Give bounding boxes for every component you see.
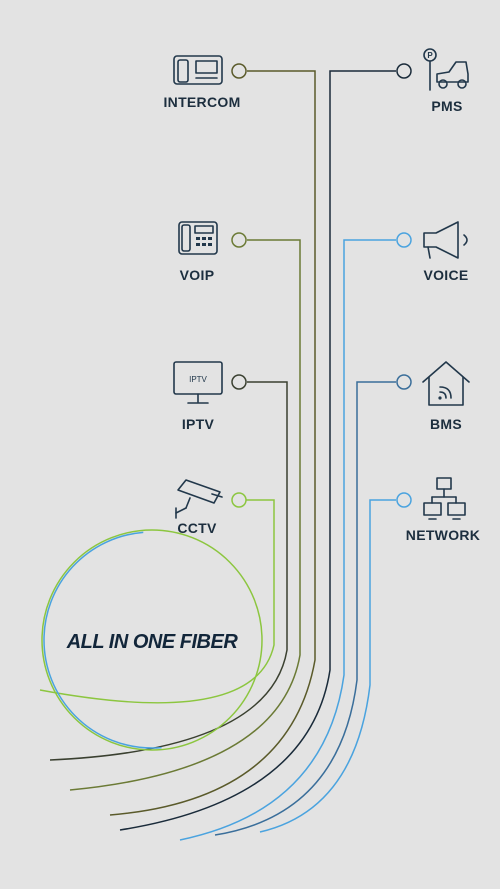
parking-car-icon: P xyxy=(423,48,469,91)
fiber-line-intercom xyxy=(109,70,316,816)
fiber-line-voice xyxy=(179,239,396,841)
megaphone-icon xyxy=(423,221,468,259)
label-iptv: IPTV xyxy=(182,416,215,432)
node-voice xyxy=(396,232,412,248)
node-circles xyxy=(231,63,412,508)
node-intercom xyxy=(231,63,247,79)
node-voip xyxy=(231,232,247,248)
label-voip: VOIP xyxy=(180,267,215,283)
network-computers-icon xyxy=(423,477,466,520)
label-pms: PMS xyxy=(431,98,462,114)
tv-icon-text: IPTV xyxy=(189,375,207,384)
fiber-line-cctv xyxy=(39,499,275,704)
smart-home-icon xyxy=(422,361,470,406)
fiber-circle-outer xyxy=(41,529,263,751)
fiber-line-iptv xyxy=(49,381,288,761)
label-voice: VOICE xyxy=(423,267,468,283)
fiber-line-network xyxy=(259,499,396,833)
diagram-title: ALL IN ONE FIBER xyxy=(66,631,239,653)
node-pms xyxy=(396,63,412,79)
fiber-line-voip xyxy=(69,239,301,791)
label-cctv: CCTV xyxy=(177,520,217,536)
fiber-lines-right xyxy=(119,70,396,841)
fiber-lines-left xyxy=(39,70,316,816)
label-intercom: INTERCOM xyxy=(163,94,240,110)
node-cctv xyxy=(231,492,247,508)
fiber-line-pms xyxy=(119,70,396,831)
node-iptv xyxy=(231,374,247,390)
tv-monitor-icon: IPTV xyxy=(173,361,223,404)
security-camera-icon xyxy=(175,479,223,519)
label-network: NETWORK xyxy=(406,527,480,543)
fiber-circle-inner xyxy=(43,531,261,749)
node-bms xyxy=(396,374,412,390)
fiber-line-bms xyxy=(214,381,396,836)
svg-text:P: P xyxy=(427,51,433,60)
label-bms: BMS xyxy=(430,416,462,432)
node-network xyxy=(396,492,412,508)
voip-phone-icon xyxy=(178,221,218,255)
intercom-phone-icon xyxy=(173,55,223,85)
